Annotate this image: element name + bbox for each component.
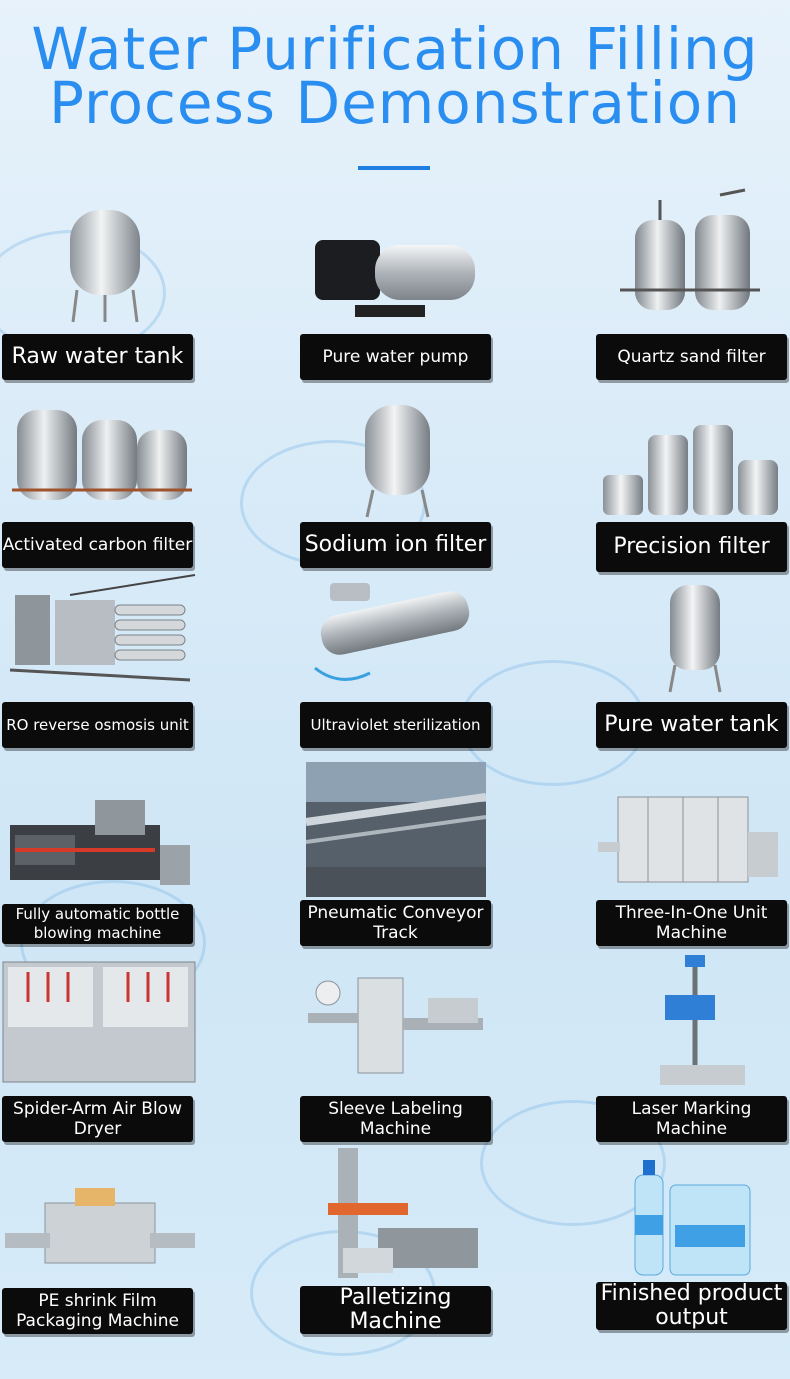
step-label: PE shrink Film Packaging Machine: [2, 1288, 193, 1334]
step-label: Raw water tank: [2, 334, 193, 380]
step-label: Spider-Arm Air Blow Dryer: [2, 1096, 193, 1142]
step-label: Laser Marking Machine: [596, 1096, 787, 1142]
water-pump-icon: [315, 225, 485, 329]
page-title: Water Purification Filling Process Demon…: [0, 15, 790, 137]
step-label: Fully automatic bottle blowing machine: [2, 904, 193, 944]
title-divider: [358, 166, 430, 170]
step-label: Sodium ion filter: [300, 522, 491, 568]
step-label: Sleeve Labeling Machine: [300, 1096, 491, 1142]
step-label: Ultraviolet sterilization: [300, 702, 491, 748]
ro-unit-icon: [9, 574, 196, 699]
storage-tank-icon: [55, 200, 155, 329]
shrink-wrap-icon: [5, 1188, 195, 1277]
labeling-machine-icon: [308, 968, 488, 1087]
precision-filter-icon: [598, 415, 788, 524]
pure-water-tank-icon: [660, 580, 730, 699]
blowing-machine-icon: [5, 795, 195, 899]
step-label: Finished product output: [596, 1282, 787, 1330]
step-label: Palletizing Machine: [300, 1286, 491, 1334]
title-line-2: Process Demonstration: [49, 69, 741, 137]
filling-machine-icon: [598, 782, 788, 896]
conveyor-track-icon: [305, 762, 487, 901]
step-label: Activated carbon filter: [2, 522, 193, 568]
uv-sterilizer-icon: [310, 578, 485, 692]
step-label: Precision filter: [596, 522, 787, 572]
laser-marker-icon: [640, 955, 750, 1094]
step-label: Quartz sand filter: [596, 334, 787, 380]
step-label: Pure water tank: [596, 702, 787, 748]
step-label: Three-In-One Unit Machine: [596, 900, 787, 946]
palletizer-icon: [318, 1148, 483, 1287]
carbon-filter-icon: [12, 390, 192, 519]
step-label: Pneumatic Conveyor Track: [300, 900, 491, 946]
bottled-water-icon: [634, 1155, 755, 1284]
ion-filter-icon: [355, 395, 440, 524]
air-dryer-icon: [2, 961, 196, 1091]
title-line-1: Water Purification Filling: [31, 15, 759, 83]
sand-filter-icon: [615, 188, 765, 334]
step-label: Pure water pump: [300, 334, 491, 380]
step-label: RO reverse osmosis unit: [2, 702, 193, 748]
